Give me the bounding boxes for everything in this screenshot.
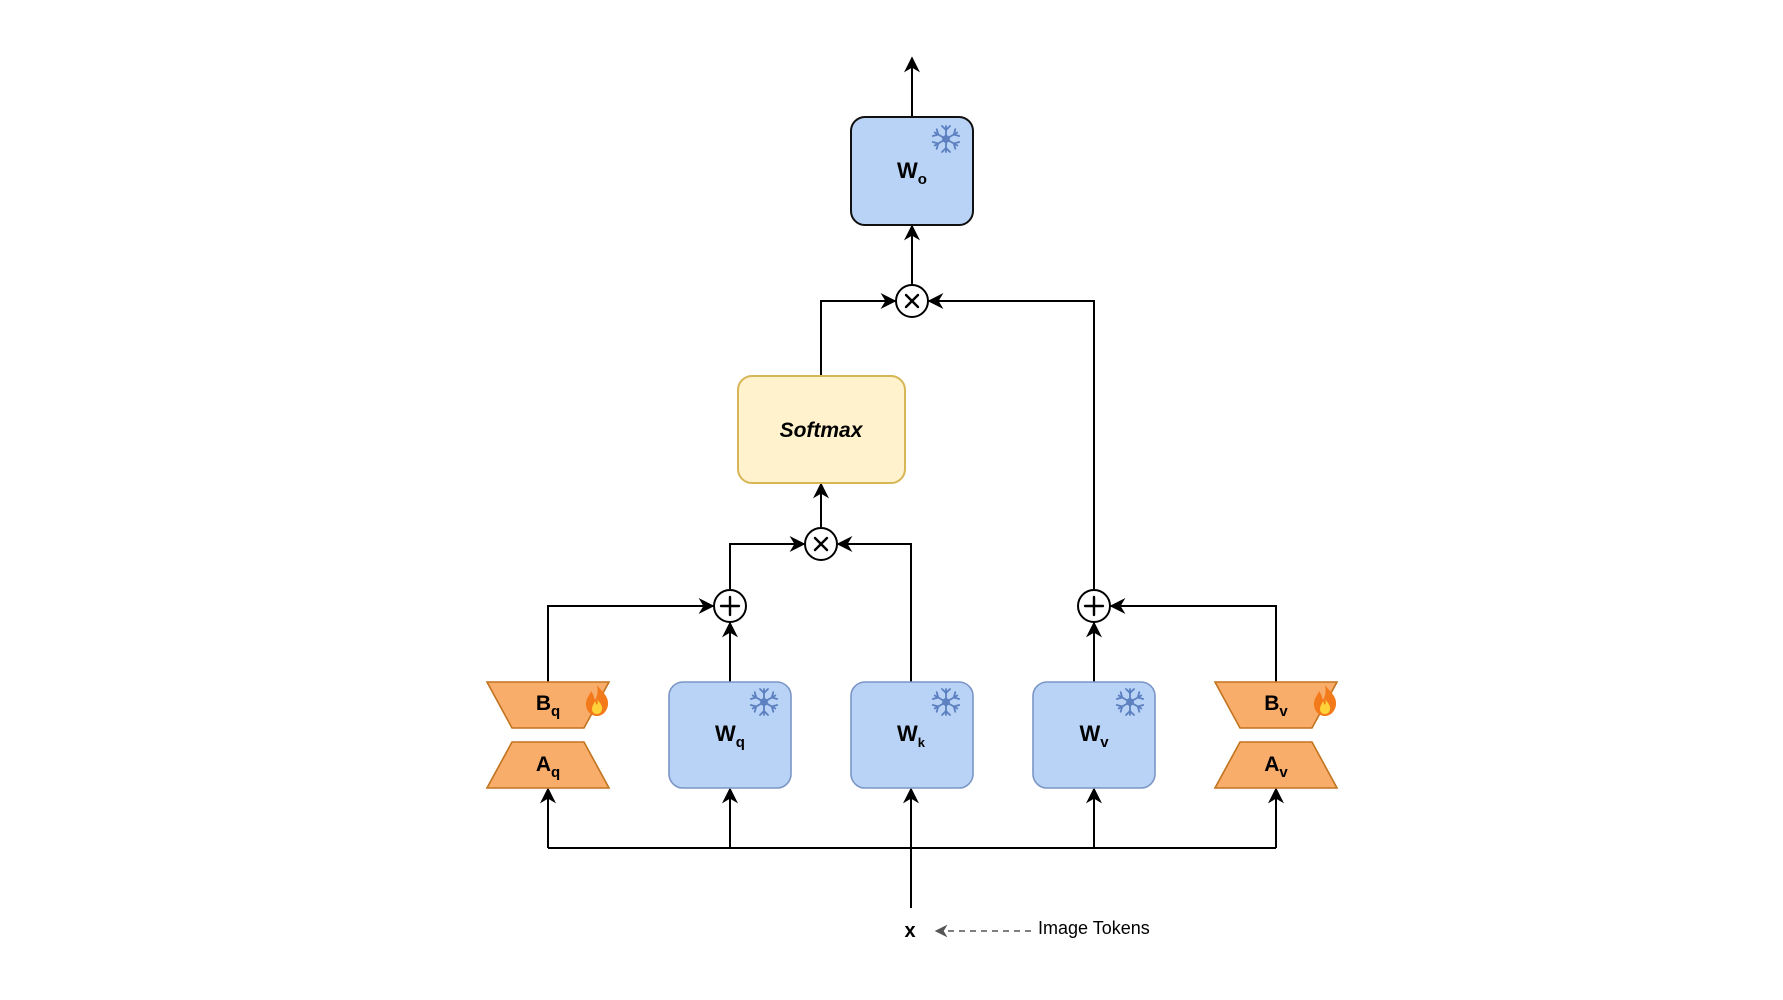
wq-label: Wq <box>715 721 745 751</box>
bv-trapezoid <box>1213 681 1339 729</box>
wo-label: Wo <box>897 158 927 188</box>
wv-box <box>1032 681 1156 789</box>
aq-block: Aq <box>485 741 611 789</box>
bq-label: Bq <box>536 692 560 720</box>
av-label: Av <box>1264 753 1288 781</box>
aq-label: Aq <box>536 753 560 781</box>
mult-mid-operator <box>804 527 838 561</box>
softmax-block: Softmax <box>737 375 906 484</box>
wq-block: Wq <box>668 681 792 789</box>
edges <box>540 56 1284 938</box>
wo-box <box>850 116 974 226</box>
wk-label: Wk <box>897 721 926 750</box>
edge-wk-to-mult-mid <box>836 536 912 682</box>
multiply-icon <box>904 293 920 309</box>
edge-bv-to-add-right <box>1109 598 1277 682</box>
wo-block: Wo <box>850 116 974 226</box>
wk-box <box>850 681 974 789</box>
aq-trapezoid <box>485 741 611 789</box>
softmax-label: Softmax <box>780 419 864 442</box>
wk-block: Wk <box>850 681 974 789</box>
softmax-box <box>737 375 906 484</box>
bq-trapezoid <box>485 681 611 729</box>
av-trapezoid <box>1213 741 1339 789</box>
edge-add-right-to-mult-top <box>927 293 1095 589</box>
bv-block: Bv <box>1213 681 1339 729</box>
av-block: Av <box>1213 741 1339 789</box>
mult-top-operator <box>895 284 929 318</box>
input-symbol: x <box>904 920 915 942</box>
wq-box <box>668 681 792 789</box>
bv-label: Bv <box>1264 692 1288 720</box>
wv-label: Wv <box>1079 721 1109 751</box>
edge-bq-to-add-left <box>547 598 715 682</box>
edge-add-left-to-mult-mid <box>729 536 806 589</box>
plus-icon <box>1083 595 1105 617</box>
multiply-icon <box>813 536 829 552</box>
edge-softmax-to-mult-top <box>820 293 897 376</box>
plus-icon <box>719 595 741 617</box>
bq-block: Bq <box>485 681 611 729</box>
add-right-operator <box>1077 589 1111 623</box>
input-annotation: Image Tokens <box>1038 918 1150 938</box>
wv-block: Wv <box>1032 681 1156 789</box>
add-left-operator <box>713 589 747 623</box>
